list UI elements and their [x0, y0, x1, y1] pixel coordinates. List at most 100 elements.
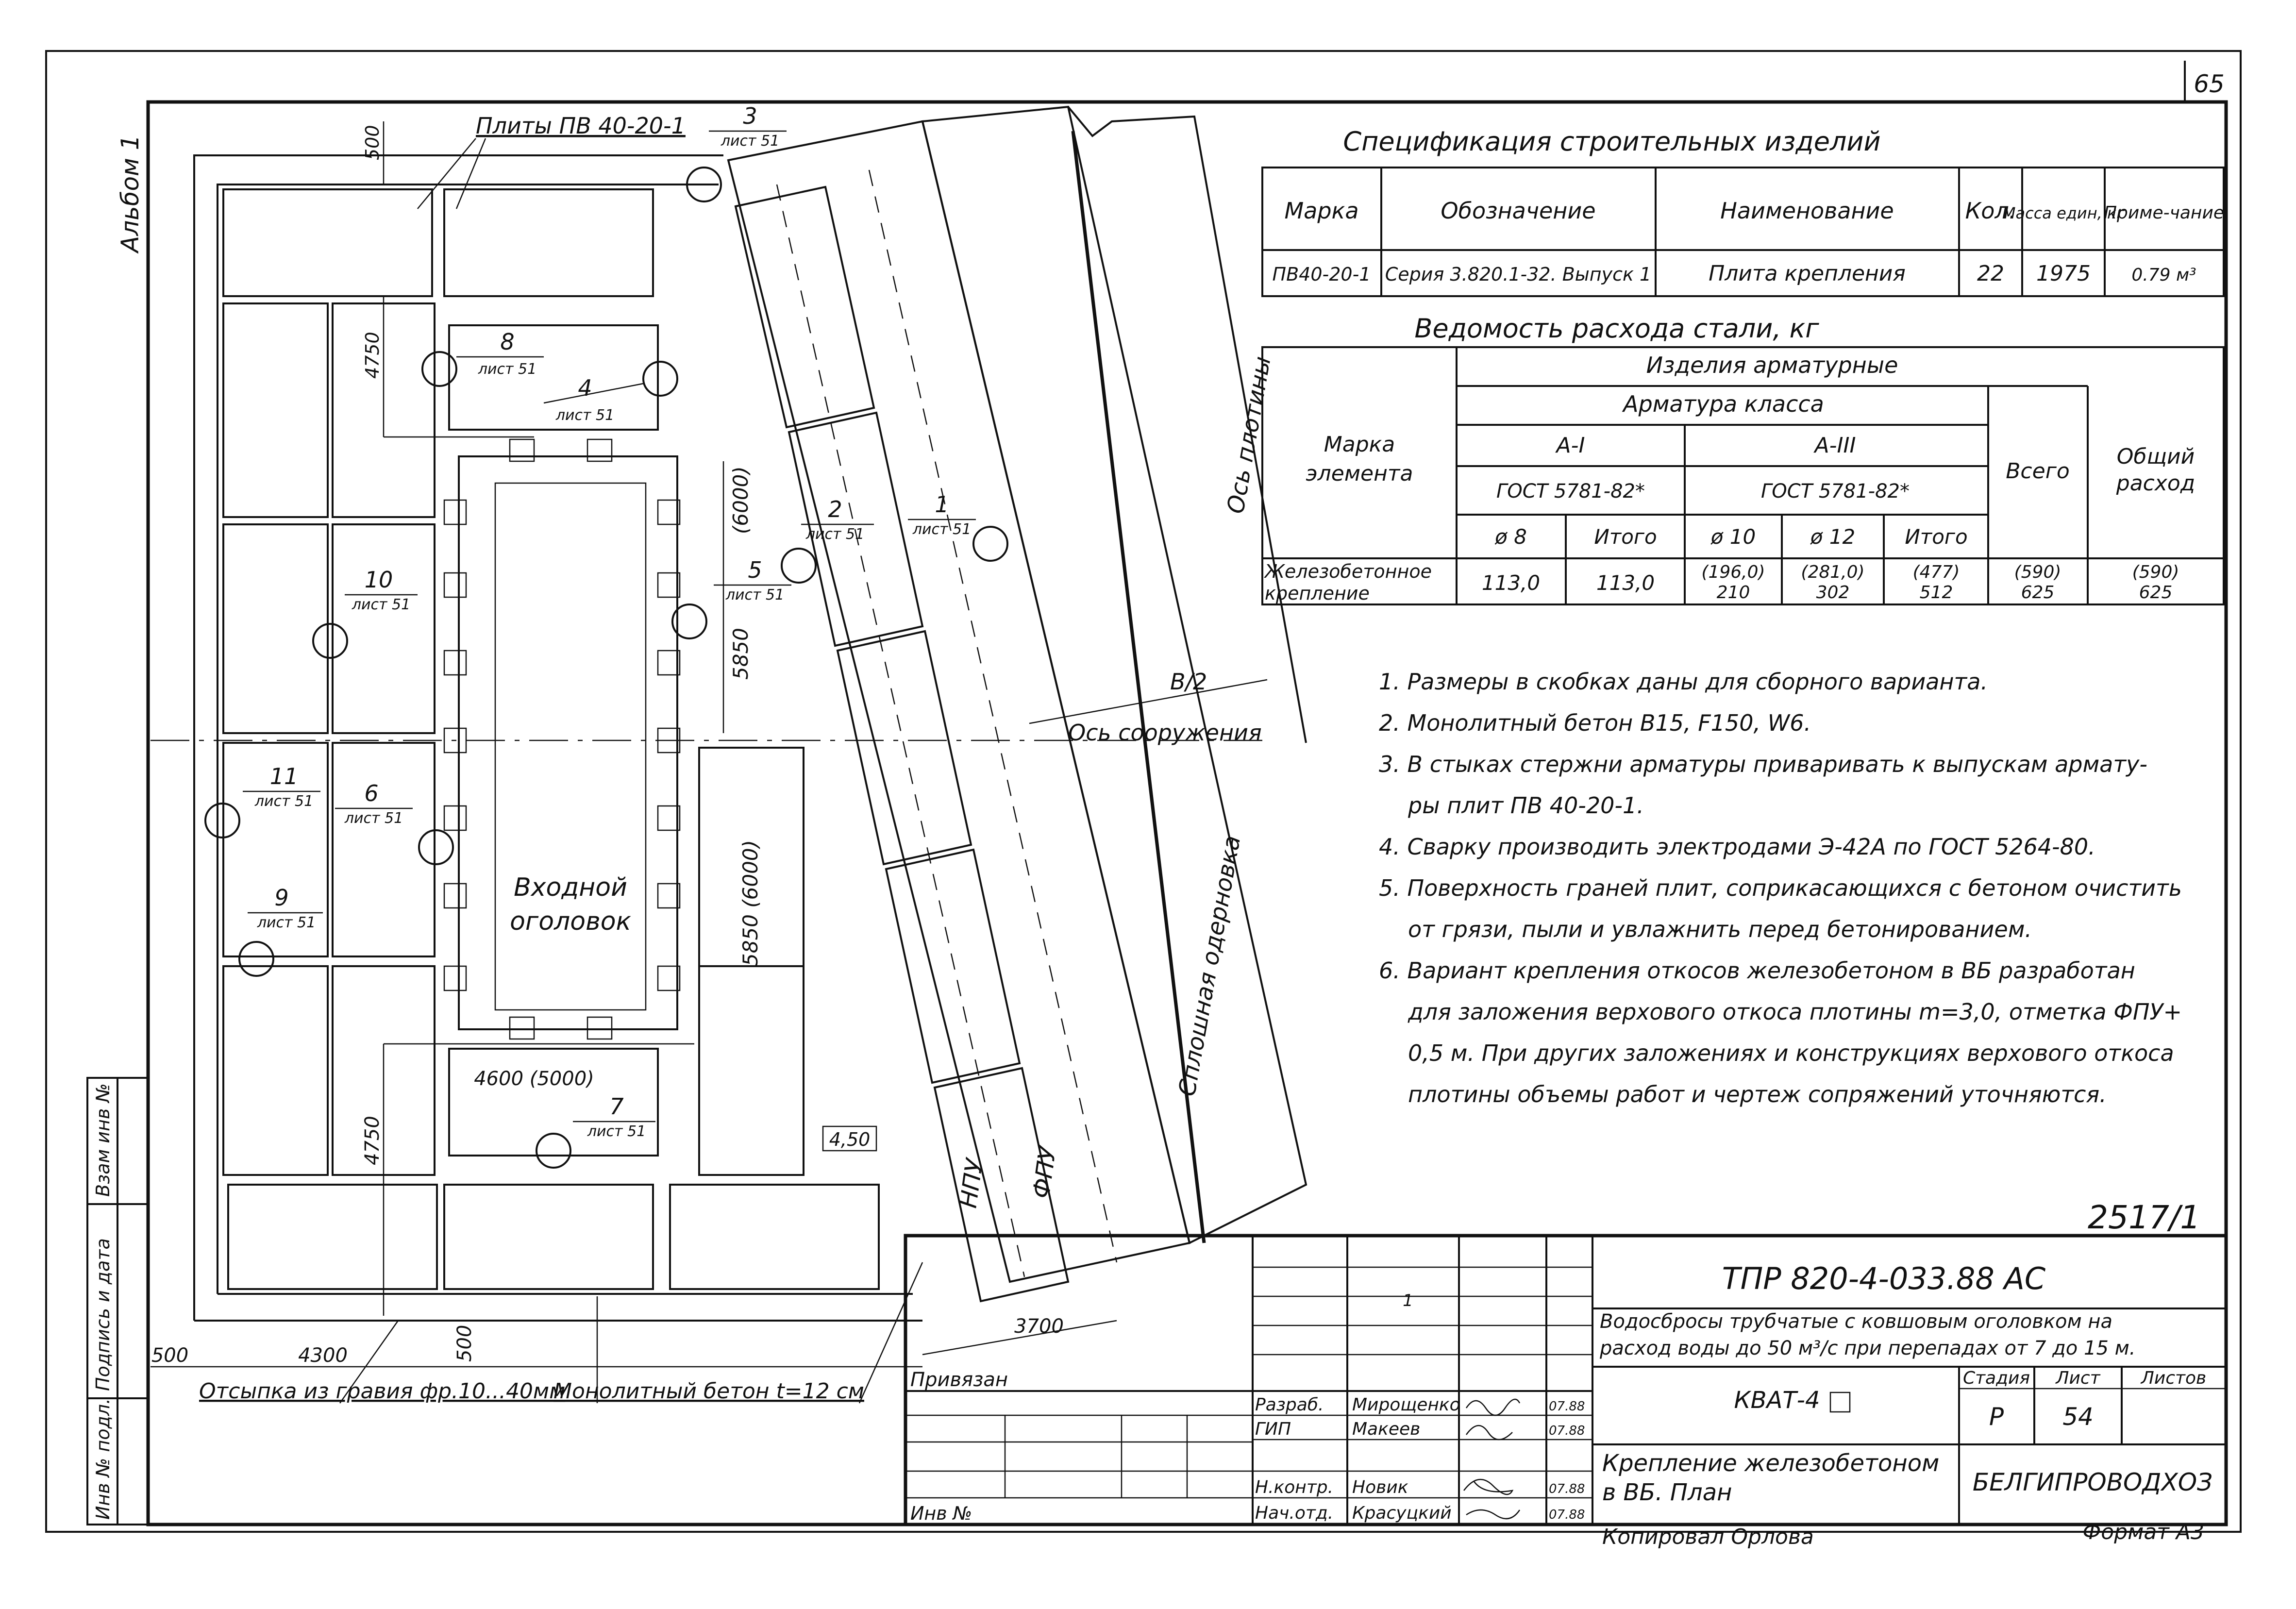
steel-row-label-1: Железобетонное [1264, 561, 1432, 582]
anchor-block [657, 883, 681, 909]
callout-number: 10 [365, 567, 393, 593]
anchor-block [657, 805, 681, 831]
fpu-label: ФПУ [1027, 1144, 1062, 1200]
dim-6000: (6000) [729, 466, 753, 534]
note-6-cont-2: 0,5 м. При других заложениях и конструкц… [1408, 1040, 2174, 1066]
note-6: 6. Вариант крепления откосов железобетон… [1379, 957, 2135, 984]
callout-circle [421, 351, 457, 387]
note-2: 2. Монолитный бетон В15, F150, W6. [1379, 710, 1811, 736]
steel-h-class: Арматура класса [1622, 391, 1824, 417]
spec-r-name: Плита крепления [1709, 261, 1906, 286]
dam-crest-line [1071, 131, 1206, 1243]
npu-line [776, 184, 1025, 1277]
dim-line [922, 1320, 1117, 1356]
plate [222, 742, 329, 957]
spec-frame [1261, 167, 2225, 297]
spec-r-mark: ПВ40-20-1 [1273, 264, 1371, 285]
callout-sheet: лист 51 [254, 793, 313, 810]
callout-sheet: лист 51 [257, 914, 316, 931]
steel-v-d10-top: (196,0) [1701, 562, 1765, 582]
callout-number: 8 [500, 329, 514, 355]
plates-label: Плиты ПВ 40-20-1 [476, 113, 686, 139]
callout-9: 9 лист 51 [238, 885, 323, 977]
project-line-1: Водосбросы трубчатые с ковшовым оголовко… [1600, 1310, 2112, 1333]
plate [332, 742, 436, 957]
dim-4600-5000: 4600 (5000) [474, 1068, 594, 1090]
callout-circle [781, 548, 817, 584]
spec-h-mass: Масса един, кг [2002, 204, 2125, 222]
callout-number: 11 [270, 763, 299, 789]
axis-structure-label: Ось сооружения [1068, 720, 1262, 746]
steel-h-overall-2: расход [2116, 471, 2195, 496]
spec-title: Спецификация строительных изделий [1343, 126, 1880, 157]
steel-row-label-2: крепление [1265, 583, 1370, 604]
role-2: Н.контр. [1255, 1477, 1333, 1497]
plate [448, 1048, 659, 1156]
sheets-label: Листов [2140, 1368, 2206, 1388]
dam-axis-boundary [1067, 106, 1307, 743]
page-number: 65 [2194, 70, 2225, 98]
spec-r-note: 0.79 м³ [2131, 265, 2196, 285]
role-3: Нач.отд. [1255, 1503, 1333, 1523]
elevation-box [822, 1125, 877, 1152]
format-label: Формат А3 [2082, 1520, 2204, 1544]
dim-5850: 5850 [729, 628, 753, 680]
vzam-inv-label: Взам инв № [92, 1083, 114, 1197]
monolithic-concrete-label: Монолитный бетон t=12 см [553, 1379, 864, 1404]
anchor-block [587, 438, 613, 462]
callout-number: 1 [935, 491, 949, 518]
callout-sheet: лист 51 [721, 133, 779, 150]
steel-v-all-top: (590) [2014, 562, 2061, 582]
axis-dam-label: Ось плотины [1222, 354, 1276, 516]
steel-h-a1: А-I [1555, 433, 1585, 458]
name-1: Макеев [1352, 1419, 1420, 1439]
entry-head-label-2: оголовок [510, 907, 631, 936]
slope-strip: НПУ ФПУ Ось плотины Сплошная одерновка [727, 105, 1307, 1303]
steel-h-mark-1: Марка [1324, 432, 1395, 457]
steel-v-total2: 512 [1920, 583, 1953, 603]
entry-head: Входной оголовок [443, 438, 681, 1040]
steel-v-d8: 113,0 [1482, 571, 1540, 595]
code-mark: 2517/1 [2088, 1199, 2200, 1236]
callout-2: 2 лист 51 [781, 496, 874, 584]
note-4: 4. Сварку производить электродами Э-42А … [1379, 834, 2095, 860]
date-2: 07.88 [1549, 1482, 1585, 1496]
callout-circle [204, 803, 240, 838]
steel-v-total2-top: (477) [1913, 562, 1960, 582]
sheet-value: 54 [2062, 1403, 2094, 1431]
slope-plate [885, 848, 1021, 1084]
leader-line [455, 138, 486, 209]
callout-3: 3 лист 51 [686, 103, 787, 202]
leader-line [858, 1262, 923, 1404]
anchor-block [509, 438, 535, 462]
steel-h-items: Изделия арматурные [1646, 352, 1898, 378]
solid-facing-label: Сплошная одерновка [1173, 834, 1246, 1098]
callout-sheet: лист 51 [344, 810, 403, 827]
callout-circle [686, 167, 722, 202]
anchor-block [509, 1016, 535, 1040]
gravel-fill-boundary [193, 154, 723, 1321]
entry-head-outline [458, 455, 678, 1030]
anchor-block [443, 805, 467, 831]
callout-number: 3 [743, 103, 757, 129]
steel-title: Ведомость расхода стали, кг [1414, 313, 1819, 344]
spec-h-note: Приме-чание [2104, 203, 2224, 223]
callout-6: 6 лист 51 [335, 780, 454, 865]
spec-h-qty: Кол. [1965, 198, 2016, 224]
slope-strip-outline [727, 120, 1191, 1283]
steel-h-all: Всего [2006, 459, 2069, 484]
callout-circle [642, 361, 678, 397]
steel-v-d10: 210 [1717, 583, 1750, 603]
album-label: Альбом 1 [116, 135, 144, 254]
dam-slope-outline [921, 105, 1307, 1244]
dim-4300: 4300 [298, 1344, 348, 1367]
spec-h-mark: Марка [1284, 198, 1358, 224]
title-block: ТПР 820-4-033.88 АС Водосбросы трубчатые… [904, 1234, 2228, 1526]
side-stamp: Инв № подл. Подпись и дата Взам инв № [86, 1077, 149, 1525]
drawing-title-1: Крепление железобетоном [1602, 1450, 1939, 1477]
callout-sheet: лист 51 [352, 596, 410, 613]
plan-view: Входной оголовок НПУ ФПУ Ось плотины Спл… [151, 103, 1307, 1404]
callout-number: 5 [748, 557, 762, 583]
note-5: 5. Поверхность граней плит, соприкасающи… [1379, 875, 2182, 901]
